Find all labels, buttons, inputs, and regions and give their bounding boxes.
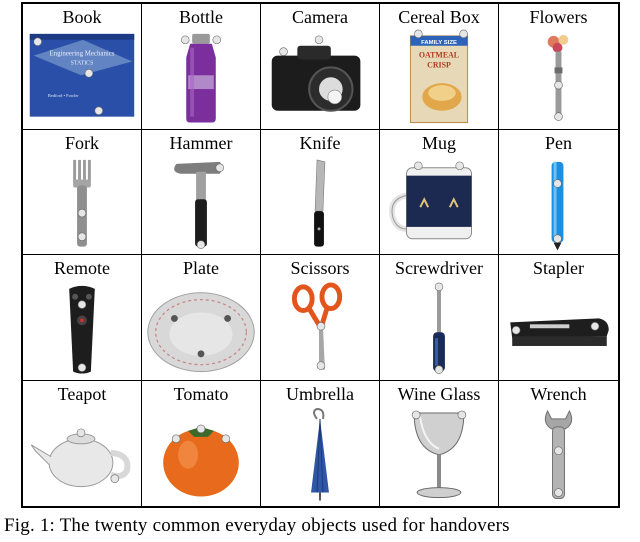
figure-caption: Fig. 1: The twenty common everyday objec…	[4, 515, 510, 536]
cell-umbrella: Umbrella	[261, 380, 380, 506]
stapler-icon	[510, 318, 609, 346]
object-label: Wrench	[530, 383, 587, 404]
screwdriver-icon	[433, 282, 445, 374]
book-title: Engineering Mechanics	[49, 51, 114, 58]
tomato-icon	[163, 424, 239, 497]
pen-icon	[551, 161, 564, 251]
cell-cereal-box: Cereal Box FAMILY SIZE OATMEAL CRISP	[380, 4, 499, 130]
object-label: Mug	[421, 132, 456, 153]
cereal-box-icon: FAMILY SIZE OATMEAL CRISP	[409, 29, 469, 124]
object-label: Umbrella	[286, 383, 354, 404]
object-label: Camera	[292, 7, 348, 27]
object-label: Teapot	[57, 383, 107, 404]
object-label: Stapler	[533, 258, 584, 278]
cell-mug: Mug	[380, 129, 499, 255]
cell-remote: Remote	[23, 255, 142, 381]
bottle-icon	[181, 33, 221, 123]
cereal-banner: FAMILY SIZE	[421, 40, 457, 46]
camera-icon	[271, 35, 361, 112]
object-label: Flowers	[529, 7, 588, 27]
cell-book: Book Engineering Mechanics STATICS Bedfo…	[23, 4, 142, 130]
object-label: Screwdriver	[395, 258, 483, 278]
object-label: Tomato	[173, 383, 229, 404]
book-subtitle: STATICS	[71, 60, 94, 66]
object-label: Cereal Box	[398, 7, 480, 27]
cell-camera: Camera	[261, 4, 380, 130]
hammer-icon	[174, 161, 224, 249]
knife-icon	[314, 159, 326, 247]
flowers-icon	[547, 34, 569, 121]
object-label: Bottle	[179, 7, 223, 27]
object-label: Hammer	[169, 132, 233, 153]
book-authors: Bedford • Fowler	[48, 93, 79, 98]
object-label: Plate	[183, 258, 219, 278]
cell-flowers: Flowers	[499, 4, 618, 130]
object-label: Scissors	[290, 258, 350, 278]
object-label: Remote	[54, 258, 110, 278]
cereal-brand-line2: CRISP	[427, 60, 451, 69]
cell-scissors: Scissors	[261, 255, 380, 381]
teapot-icon	[30, 428, 131, 487]
mug-icon	[389, 161, 472, 239]
cell-hammer: Hammer	[142, 129, 261, 255]
cell-bottle: Bottle	[142, 4, 261, 130]
cell-pen: Pen	[499, 130, 618, 255]
cell-wine-glass: Wine Glass	[380, 380, 499, 506]
cereal-brand-line1: OATMEAL	[419, 51, 459, 60]
object-label: Knife	[299, 132, 341, 153]
cell-wrench: Wrench	[499, 381, 618, 507]
object-label: Pen	[545, 132, 572, 153]
cell-teapot: Teapot	[23, 380, 142, 506]
book-icon: Engineering Mechanics STATICS Bedford • …	[29, 33, 135, 117]
scissors-icon	[291, 282, 343, 370]
wine-glass-icon	[411, 410, 467, 498]
object-label: Fork	[64, 132, 99, 153]
object-label: Wine Glass	[397, 383, 481, 404]
cell-stapler: Stapler	[499, 255, 618, 381]
object-grid: Book Engineering Mechanics STATICS Bedfo…	[21, 2, 620, 508]
remote-icon	[69, 285, 95, 374]
object-label: Book	[62, 7, 102, 27]
cell-fork: Fork	[23, 129, 142, 255]
cell-knife: Knife	[261, 129, 380, 255]
plate-icon	[147, 292, 255, 373]
cell-tomato: Tomato	[142, 380, 261, 506]
cell-plate: Plate	[142, 255, 261, 381]
umbrella-icon	[311, 407, 329, 501]
fork-icon	[73, 159, 91, 247]
cell-screwdriver: Screwdriver	[380, 255, 499, 381]
wrench-icon	[544, 409, 573, 499]
